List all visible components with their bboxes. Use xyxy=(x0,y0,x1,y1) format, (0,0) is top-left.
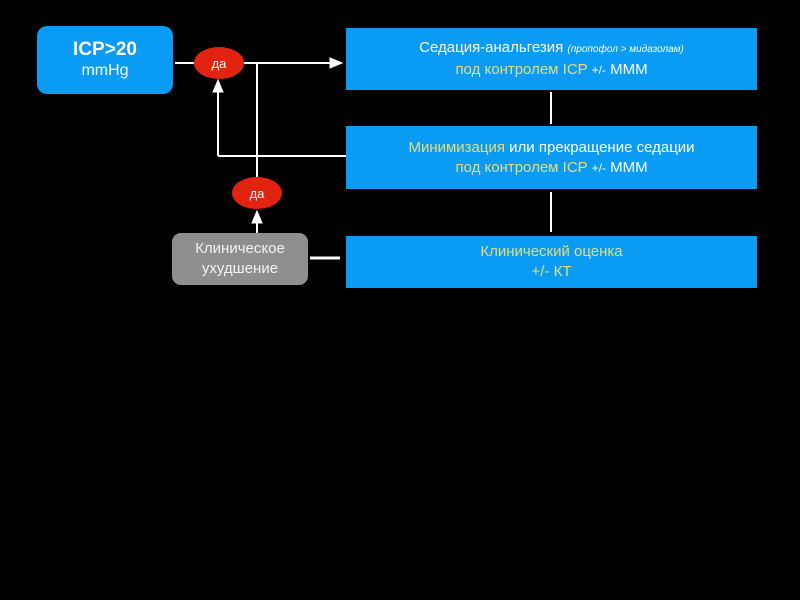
icp-threshold-box: ICP>20 mmHg xyxy=(37,26,173,94)
minimization-mmm: MMM xyxy=(605,158,648,176)
worsening-line1: Клиническое xyxy=(195,240,285,257)
decision-yes-bottom: да xyxy=(232,177,282,209)
sedation-mmm: MMM xyxy=(605,61,648,78)
minimization-box: Минимизация или прекращение седации под … xyxy=(346,126,757,189)
icp-unit: mmHg xyxy=(81,62,129,79)
icp-label: ICP>20 xyxy=(73,39,137,60)
sedation-note: (пропофол > мидазолам) xyxy=(567,44,684,55)
minimization-plusminus: +/- xyxy=(591,160,606,175)
arrowhead-up-top xyxy=(212,78,224,93)
minimization-control: под контролем ICP xyxy=(455,158,592,176)
arrowhead-right xyxy=(329,57,344,69)
minimization-title: или прекращение седации xyxy=(505,138,695,156)
sedation-title: Седация-анальгезия xyxy=(419,39,568,56)
clinical-worsening-box: Клиническое ухудшение xyxy=(172,233,308,285)
clinical-assessment-box: Клинический оценка +/- КТ xyxy=(346,236,757,288)
assessment-title: Клинический оценка xyxy=(480,243,623,260)
worsening-line2: ухудшение xyxy=(201,260,279,277)
decision-yes-top: да xyxy=(194,47,244,79)
assessment-ct: +/- КТ xyxy=(531,263,572,280)
sedation-line1: Седация-анальгезия (пропофол > мидазолам… xyxy=(419,38,684,60)
sedation-line2: под контролем ICP +/- MMM xyxy=(455,60,647,80)
sedation-box: Седация-анальгезия (пропофол > мидазолам… xyxy=(346,28,757,90)
arrowhead-up-bottom xyxy=(251,209,263,224)
minimization-line1: Минимизация или прекращение седации xyxy=(408,138,694,158)
minimization-keyword: Минимизация xyxy=(408,138,505,156)
minimization-line2: под контролем ICP +/- MMM xyxy=(455,158,647,178)
sedation-control: под контролем ICP xyxy=(455,61,592,78)
sedation-plusminus: +/- xyxy=(591,63,606,77)
